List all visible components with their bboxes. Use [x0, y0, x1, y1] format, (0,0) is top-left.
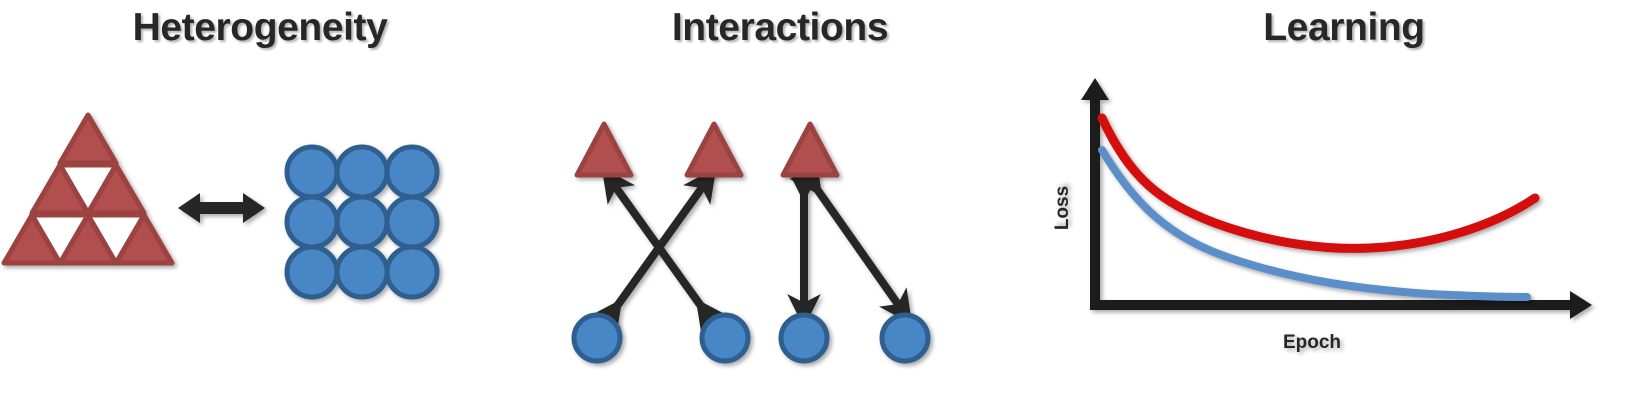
interaction-arrow — [789, 159, 913, 325]
interactions-artwork — [520, 60, 1040, 364]
circle-grid — [284, 144, 440, 300]
grid-circle — [284, 194, 340, 250]
interaction-group-crossed — [571, 121, 751, 364]
agent-circle — [778, 312, 830, 364]
grid-circle — [334, 244, 390, 300]
chart-curves — [1097, 113, 1540, 301]
grid-circle — [384, 144, 440, 200]
chart-axes — [1081, 78, 1592, 319]
agent-triangle — [574, 121, 634, 178]
series-training-loss — [1098, 146, 1531, 301]
panel-title-heterogeneity: Heterogeneity — [132, 6, 388, 49]
grid-circle — [384, 244, 440, 300]
grid-circle — [284, 244, 340, 300]
agent-circle — [699, 312, 751, 364]
agent-triangle — [780, 121, 840, 178]
interaction-arrow — [589, 167, 717, 336]
grid-circle — [284, 144, 340, 200]
subdivided-triangle — [1, 112, 175, 266]
grid-circle — [384, 194, 440, 250]
triangle-cell-inverted — [57, 162, 119, 216]
agent-triangle — [684, 121, 744, 178]
y-axis — [1081, 78, 1109, 308]
x-axis-label: Epoch — [1283, 332, 1341, 353]
x-axis — [1090, 291, 1592, 319]
y-axis-label: Loss — [1052, 186, 1073, 230]
grid-circle — [334, 144, 390, 200]
triangle-cell-upright — [57, 112, 119, 166]
interaction-group-fan — [778, 121, 931, 364]
agent-circle — [879, 312, 931, 364]
bidirectional-arrow-icon — [178, 193, 265, 223]
panel-heterogeneity: Heterogeneity — [0, 0, 520, 408]
panel-title-learning: Learning — [1263, 6, 1425, 49]
triangle-cell-inverted — [29, 212, 91, 266]
heterogeneity-artwork — [0, 60, 520, 360]
learning-chart: Loss Epoch — [1040, 60, 1648, 360]
panel-title-interactions: Interactions — [671, 6, 889, 49]
panel-interactions: Interactions — [520, 0, 1040, 408]
grid-circle — [334, 194, 390, 250]
triangle-cell-inverted — [85, 212, 147, 266]
agent-circle — [571, 312, 623, 364]
series-validation-loss — [1097, 113, 1540, 253]
panel-learning: Learning — [1040, 0, 1648, 408]
